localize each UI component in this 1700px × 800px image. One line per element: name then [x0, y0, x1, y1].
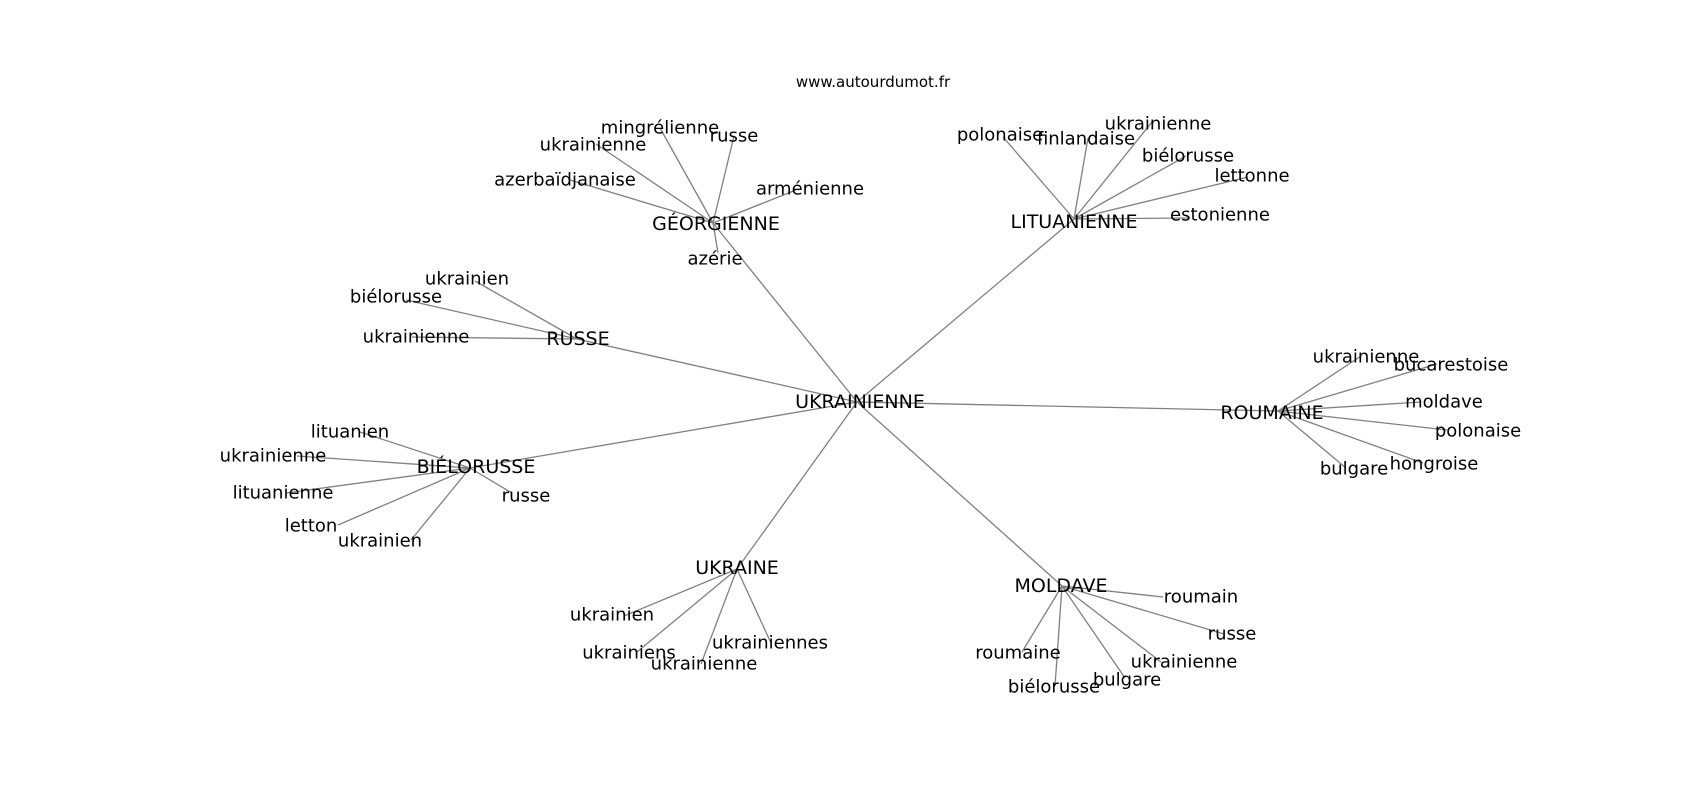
edge-hub-leaf: [296, 455, 471, 469]
edge-hub-leaf: [410, 467, 471, 541]
edge-hub-leaf: [1073, 176, 1249, 220]
leaf-node-label: roumaine: [975, 643, 1060, 664]
leaf-node-label: arménienne: [756, 179, 864, 200]
edge-center-hub: [576, 338, 858, 403]
edge-center-hub: [469, 401, 858, 469]
leaf-node-label: ukrainienne: [363, 327, 470, 348]
leaf-node-label: russe: [1208, 624, 1257, 645]
leaf-node-label: lituanien: [311, 422, 389, 443]
source-watermark: www.autourdumot.fr: [796, 73, 951, 91]
edge-center-hub: [856, 401, 1279, 412]
edge-hub-leaf: [712, 135, 735, 224]
edge-hub-leaf: [285, 467, 471, 494]
leaf-node-label: ukrainienne: [540, 135, 647, 156]
edge-hub-leaf: [1061, 585, 1126, 679]
hub-node-label: BIÉLORUSSE: [417, 455, 536, 478]
leaf-node-label: mingrélienne: [601, 118, 719, 139]
edge-hub-leaf: [1061, 585, 1162, 663]
edge-hub-leaf: [1054, 585, 1063, 687]
leaf-node-label: azerbaïdjanaise: [494, 170, 636, 191]
edge-hub-leaf: [405, 299, 578, 340]
edge-hub-leaf: [636, 568, 738, 653]
leaf-node-label: biélorusse: [1142, 146, 1234, 167]
edge-hub-leaf: [1277, 355, 1362, 412]
edge-hub-leaf: [569, 179, 714, 224]
hub-node-label: LITUANIENNE: [1011, 211, 1138, 233]
leaf-node-label: roumain: [1164, 587, 1238, 608]
edge-hub-leaf: [1021, 585, 1063, 653]
center-node-label: UKRAINIENNE: [795, 391, 925, 413]
leaf-node-label: ukrainienne: [1313, 347, 1420, 368]
leaf-node-label: lettonne: [1214, 166, 1289, 187]
leaf-node-label: ukrainien: [570, 605, 654, 626]
edge-hub-leaf: [1277, 410, 1448, 431]
hub-node-label: MOLDAVE: [1014, 575, 1107, 597]
edge-hub-leaf: [1073, 155, 1187, 220]
leaf-node-label: letton: [285, 516, 338, 537]
hub-node-label: GÉORGIENNE: [652, 212, 780, 235]
hub-node-label: ROUMAINE: [1220, 402, 1323, 424]
leaf-node-label: estonienne: [1170, 205, 1270, 226]
edge-hub-leaf: [595, 143, 714, 224]
edge-hub-leaf: [1073, 137, 1089, 220]
leaf-node-label: biélorusse: [1008, 677, 1100, 698]
leaf-node-label: bulgare: [1093, 670, 1161, 691]
leaf-node-label: bucarestoise: [1394, 355, 1509, 376]
edge-hub-leaf: [1002, 136, 1075, 220]
leaf-node-label: hongroise: [1390, 454, 1479, 475]
edge-hub-leaf: [623, 568, 738, 617]
edge-hub-leaf: [1061, 585, 1164, 598]
edge-hub-leaf: [469, 467, 513, 494]
edge-hub-leaf: [337, 467, 471, 526]
leaf-node-label: bulgare: [1320, 459, 1388, 480]
edge-center-hub: [856, 401, 1063, 587]
leaf-node-label: ukrainiennes: [712, 633, 828, 654]
edge-hub-leaf: [1073, 217, 1191, 220]
edge-hub-leaf: [411, 336, 578, 340]
edge-hub-leaf: [1277, 410, 1347, 469]
leaf-node-label: ukrainienne: [651, 654, 758, 675]
leaf-node-label: polonaise: [1435, 421, 1521, 442]
edge-hub-leaf: [1277, 363, 1438, 412]
leaf-node-label: ukrainienne: [220, 446, 327, 467]
edge-hub-leaf: [1277, 410, 1424, 464]
leaf-node-label: ukrainienne: [1105, 114, 1212, 135]
leaf-node-label: russe: [502, 486, 551, 507]
edge-hub-leaf: [700, 568, 738, 665]
leaf-node-label: ukrainiens: [582, 643, 676, 664]
leaf-node-label: moldave: [1405, 392, 1483, 413]
edge-hub-leaf: [712, 189, 797, 224]
graph-edges: [285, 121, 1448, 687]
edge-center-hub: [856, 218, 1075, 403]
leaf-node-label: finlandaise: [1037, 129, 1135, 150]
leaf-node-label: russe: [710, 126, 759, 147]
edge-center-hub: [736, 401, 858, 570]
leaf-node-label: biélorusse: [350, 287, 442, 308]
edge-hub-leaf: [736, 568, 772, 644]
leaf-node-label: ukrainien: [425, 269, 509, 290]
edge-hub-leaf: [659, 127, 714, 224]
edge-hub-leaf: [474, 280, 578, 340]
edge-hub-leaf: [1277, 401, 1422, 412]
edge-hub-leaf: [359, 431, 471, 469]
leaf-node-label: lituanienne: [233, 483, 334, 504]
hub-node-label: UKRAINE: [695, 557, 779, 579]
leaf-node-label: ukrainien: [338, 531, 422, 552]
edge-hub-leaf: [1073, 121, 1153, 220]
leaf-node-label: polonaise: [957, 125, 1043, 146]
edge-hub-leaf: [1061, 585, 1225, 635]
leaf-node-label: ukrainienne: [1131, 652, 1238, 673]
hub-node-label: RUSSE: [546, 328, 609, 350]
leaf-node-label: azérie: [687, 249, 742, 270]
graph-labels: www.autourdumot.fr UKRAINIENNE GÉORGIENNE…: [220, 73, 1521, 698]
edge-center-hub: [712, 222, 858, 403]
edge-hub-leaf: [712, 222, 719, 254]
